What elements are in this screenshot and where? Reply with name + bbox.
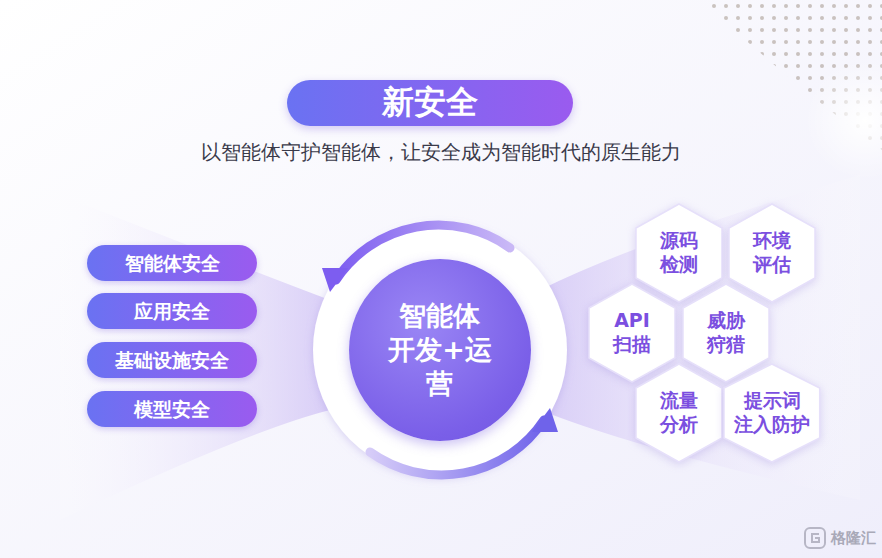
node-text: 智能体安全 [125,252,220,275]
node-text: 流量 分析 [654,389,703,437]
category-pill: 智能体安全 [87,245,257,281]
category-pill: 应用安全 [87,293,257,329]
title-pill: 新安全 [287,80,573,126]
hexagon-fill [636,364,722,462]
node-text: 提示词 注入防护 [731,389,813,437]
node-text: 源码 检测 [654,229,703,277]
node-text: 模型安全 [134,398,210,421]
capability-hexagon: 威胁 狩猎 [682,283,770,383]
capability-hexagon: API 扫描 [588,283,676,383]
node-text: API 扫描 [607,309,656,357]
hexagon-fill [683,284,769,382]
category-pill: 基础设施安全 [87,342,257,378]
category-pill: 模型安全 [87,391,257,427]
node-text: 基础设施安全 [115,349,229,372]
node-text: 应用安全 [134,300,210,323]
core-circle: 智能体 开发+运营 [349,259,531,441]
capability-hexagon: 源码 检测 [635,203,723,303]
hexagon-fill [724,364,820,462]
hexagon-fill [636,204,722,302]
capability-hexagon: 流量 分析 [635,363,723,463]
capability-hexagon: 提示词 注入防护 [723,363,821,463]
watermark: 格隆汇 [831,529,876,548]
node-text: 环境 评估 [747,229,796,277]
subtitle: 以智能体守护智能体，让安全成为智能时代的原生能力 [201,139,681,166]
hexagon-fill [589,284,675,382]
hexagon-fill [729,204,815,302]
node-text: 威胁 狩猎 [701,309,750,357]
capability-hexagon: 环境 评估 [728,203,816,303]
node-text: 智能体 开发+运营 [383,299,496,400]
